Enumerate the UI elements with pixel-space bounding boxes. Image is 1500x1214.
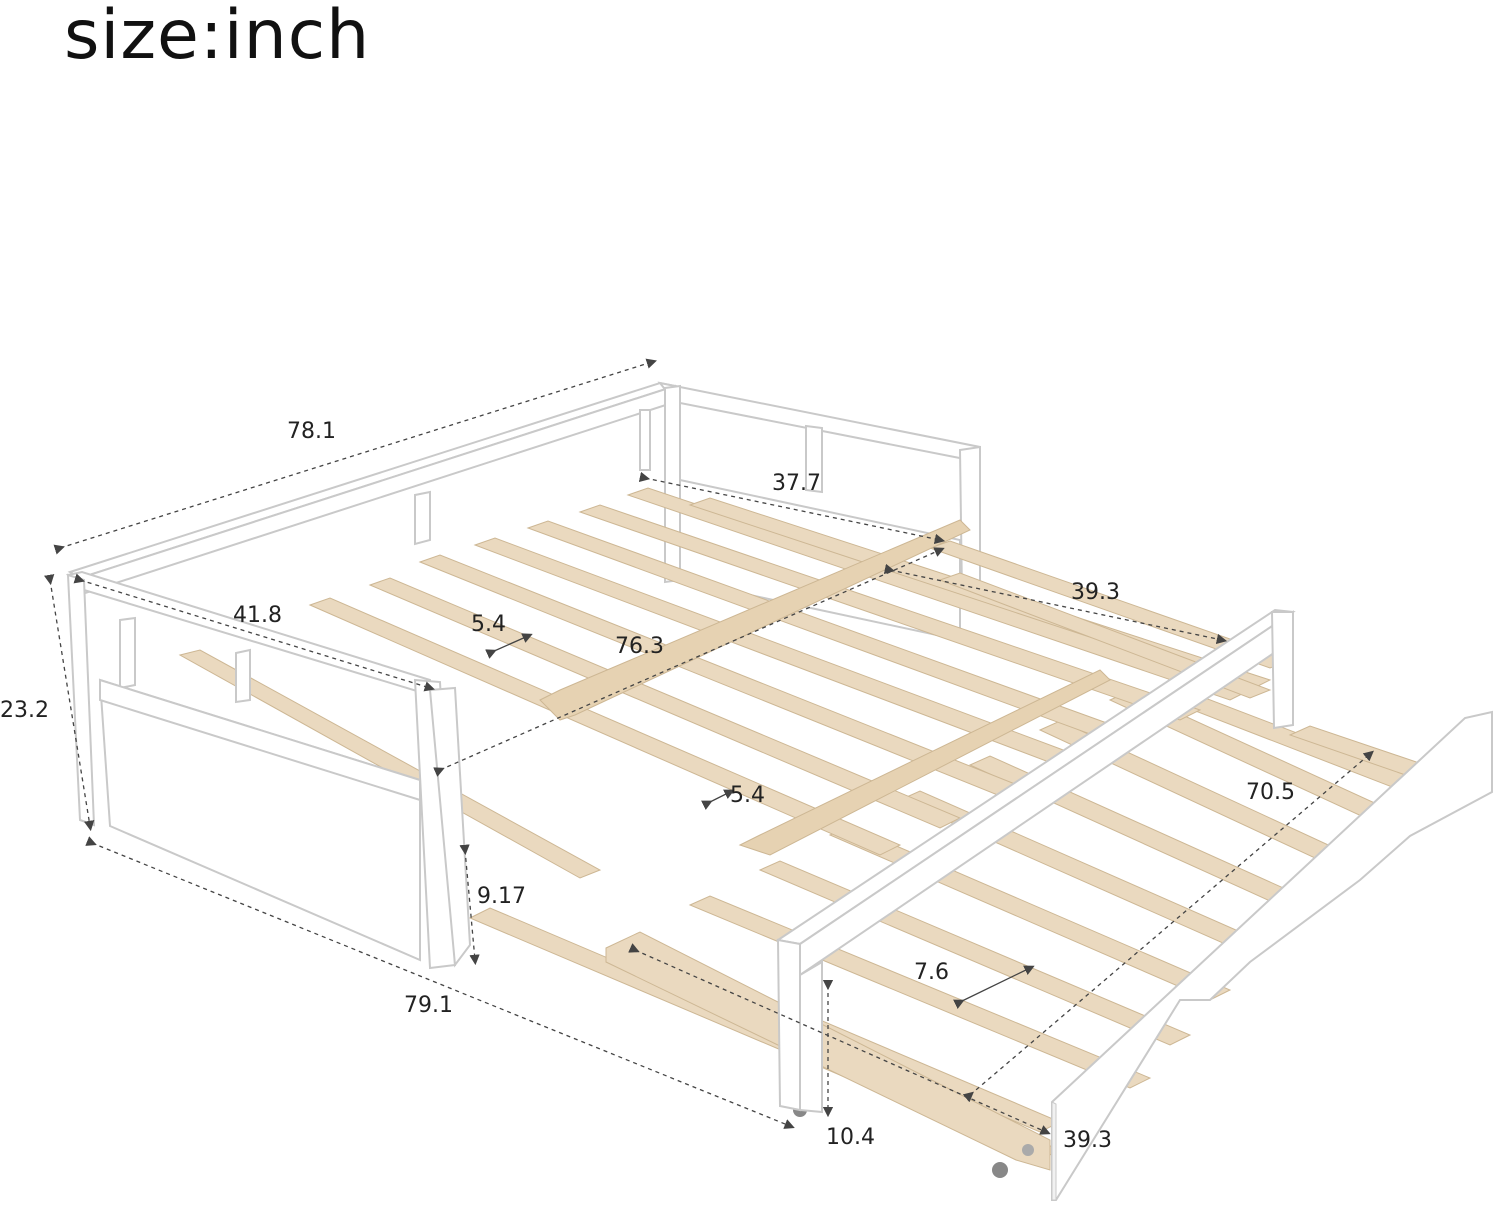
dimension-lines [44,358,1374,1135]
dim-slat-gap-middle: 5.4 [730,783,765,808]
dim-overall-length: 78.1 [287,419,336,444]
dim-slat-gap-top: 5.4 [471,612,506,637]
dim-clearance-height: 9.17 [477,884,526,909]
dim-side-width: 41.8 [233,603,282,628]
dim-trundle-height: 10.4 [826,1125,875,1150]
dim-total-height: 23.2 [0,698,49,723]
dim-back-width: 37.7 [772,471,821,496]
dim-trundle-slat-gap: 7.6 [914,960,949,985]
dim-base-length: 79.1 [404,993,453,1018]
trundle-drawer [468,690,1493,1201]
page-title: size:inch [64,0,371,75]
dim-trundle-length: 70.5 [1246,780,1295,805]
dim-trundle-front-width: 39.3 [1063,1128,1112,1153]
caster-wheel [992,1162,1008,1178]
dim-trundle-width: 39.3 [1071,580,1120,605]
dim-inner-length: 76.3 [615,634,664,659]
